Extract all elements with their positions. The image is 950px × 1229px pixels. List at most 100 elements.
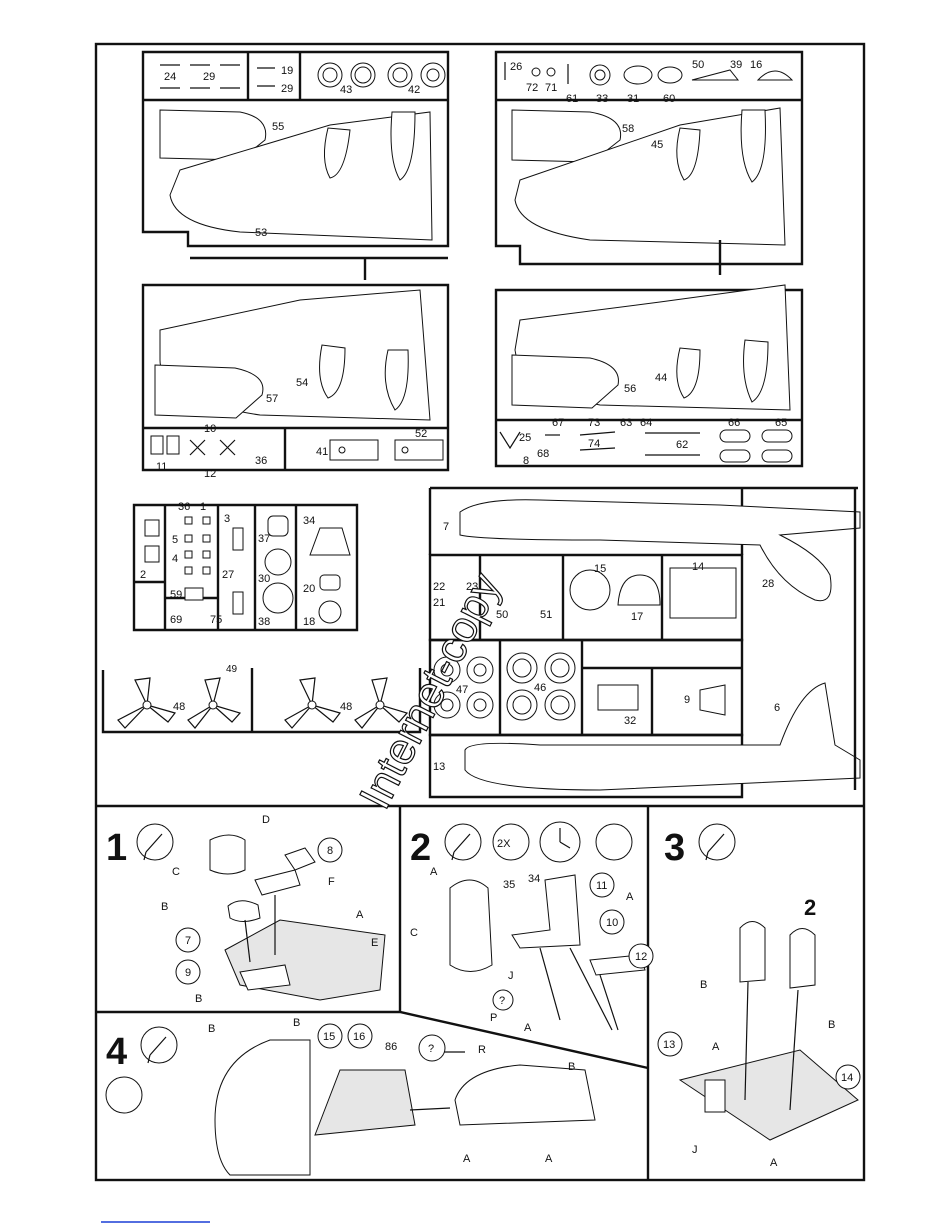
- callout-number: 7: [185, 935, 191, 947]
- part-label: 4: [172, 553, 178, 565]
- clock-icon: [539, 821, 581, 863]
- tag-letter: B: [293, 1017, 300, 1029]
- svg-text:2X: 2X: [497, 838, 511, 850]
- part-label: 18: [303, 616, 315, 628]
- part-label: 11: [156, 461, 167, 473]
- part-label: 69: [170, 614, 182, 626]
- callout-number: 11: [596, 880, 607, 892]
- tag-letter: D: [262, 814, 270, 826]
- part-label: 30: [258, 573, 270, 585]
- part-label: 15: [594, 563, 606, 575]
- part-label: 3: [224, 513, 230, 525]
- page-frame: [94, 42, 866, 1182]
- part-label: 60: [663, 93, 675, 105]
- multiplier-badge: 2X: [492, 823, 530, 861]
- part-label: 53: [255, 227, 267, 239]
- tag-letter: B: [208, 1023, 215, 1035]
- part-label: 59: [170, 589, 182, 601]
- part-label: 27: [222, 569, 234, 581]
- callout-number: 16: [353, 1031, 365, 1043]
- tag-letter: A: [524, 1022, 532, 1034]
- part-label: 72: [526, 82, 538, 94]
- part-label: 46: [534, 682, 546, 694]
- part-label: 42: [408, 84, 420, 96]
- tag-letter: A: [712, 1041, 720, 1053]
- question-mark: ?: [499, 995, 505, 1007]
- part-label: 66: [728, 417, 740, 429]
- part-label: 7: [443, 521, 449, 533]
- part-label: 68: [537, 448, 549, 460]
- tag-letter: B: [828, 1019, 835, 1031]
- tag-letter: P: [490, 1012, 497, 1024]
- callout-number: 12: [635, 951, 647, 963]
- tag-letter: C: [172, 866, 180, 878]
- tag-letter: J: [692, 1144, 698, 1156]
- tag-letter: A: [430, 866, 438, 878]
- part-label: 51: [540, 609, 552, 621]
- part-label: 26: [510, 61, 522, 73]
- glue-icon: [136, 823, 174, 861]
- part-label: 38: [258, 616, 270, 628]
- part-label: 55: [272, 121, 284, 133]
- tag-letter: B: [700, 979, 707, 991]
- tag-letter: A: [545, 1153, 553, 1165]
- callout-number: 35: [503, 879, 515, 891]
- tag-letter: B: [195, 993, 202, 1005]
- callout-number: 15: [323, 1031, 335, 1043]
- part-label: 21: [433, 597, 445, 609]
- step-3-drawing: [678, 921, 859, 1141]
- part-label: 14: [692, 561, 704, 573]
- part-label: 73: [588, 417, 600, 429]
- callout-number: 86: [385, 1041, 397, 1053]
- part-labels: 24 29 19 29 43 42 55 53 26 72 71 61 33 3…: [140, 59, 787, 773]
- sprue-fuselage-right: [428, 486, 861, 799]
- question-mark: ?: [428, 1043, 434, 1055]
- part-label: 13: [433, 761, 445, 773]
- step-number: 4: [106, 1031, 127, 1073]
- icons: 2X: [105, 821, 736, 1114]
- steps-frame: [96, 804, 864, 1180]
- part-label: 71: [545, 82, 557, 94]
- tag-letter: E: [371, 937, 378, 949]
- part-label: 31: [627, 93, 639, 105]
- part-label: 50: [496, 609, 508, 621]
- part-label: 58: [622, 123, 634, 135]
- tag-letter: F: [328, 876, 335, 888]
- part-label: 9: [684, 694, 690, 706]
- tag-letter: J: [508, 970, 514, 982]
- part-label: 47: [456, 684, 468, 696]
- part-label: 44: [655, 372, 667, 384]
- part-label: 54: [296, 377, 308, 389]
- part-label: 63: [620, 417, 632, 429]
- part-label: 74: [588, 438, 600, 450]
- part-label: 34: [303, 515, 315, 527]
- part-label: 52: [415, 428, 427, 440]
- part-label: 41: [316, 446, 328, 458]
- part-label: 45: [651, 139, 663, 151]
- callout-number: 13: [663, 1039, 675, 1051]
- part-label: 37: [258, 533, 270, 545]
- part-label: 1: [200, 501, 206, 513]
- part-label: 48: [173, 701, 185, 713]
- callout-number: 14: [841, 1072, 853, 1084]
- part-label: 23: [466, 581, 478, 593]
- callout-number: 34: [528, 873, 540, 885]
- part-label: 48: [340, 701, 352, 713]
- glue-icon: [698, 823, 736, 861]
- part-label: 19: [281, 65, 293, 77]
- part-label: 17: [631, 611, 643, 623]
- tag-letter: A: [463, 1153, 471, 1165]
- step-4-drawing: [214, 1039, 596, 1176]
- part-label: 16: [750, 59, 762, 71]
- glue-icon: [140, 1026, 178, 1064]
- tag-letter: B: [161, 901, 168, 913]
- part-label: 12: [204, 468, 216, 480]
- part-label: 57: [266, 393, 278, 405]
- part-label: 49: [226, 664, 238, 675]
- step-number: 1: [106, 827, 127, 869]
- part-label: 20: [303, 583, 315, 595]
- paint-icon: [105, 1076, 143, 1114]
- part-label: 36: [178, 501, 190, 513]
- part-label: 29: [203, 71, 215, 83]
